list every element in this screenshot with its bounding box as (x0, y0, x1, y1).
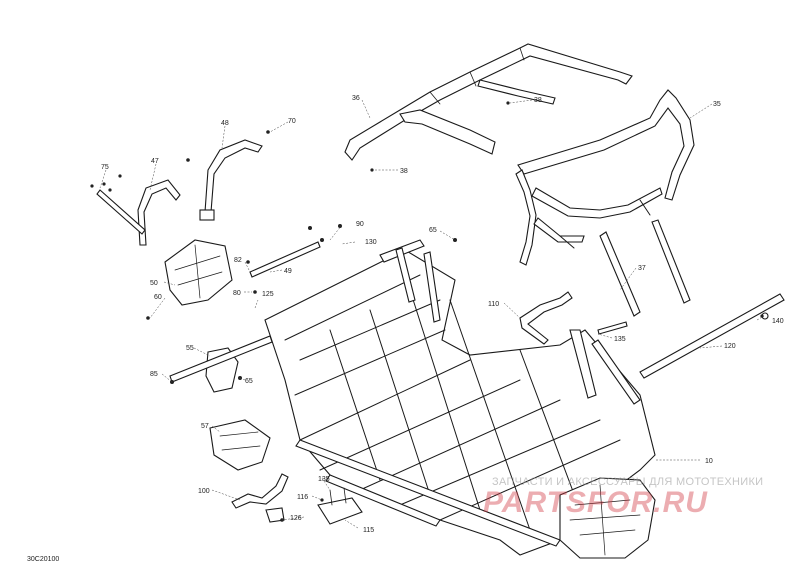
callout-label: 85 (150, 371, 158, 378)
callout-label: 37 (638, 265, 646, 272)
callout-label: 116 (297, 494, 308, 501)
callout-label: 120 (724, 343, 736, 350)
roll-cage-rear (344, 43, 633, 161)
callout-label: 65 (429, 227, 437, 234)
callout-label: 47 (151, 158, 159, 165)
main-chassis (264, 239, 656, 559)
callout-label: 135 (318, 476, 330, 483)
fasteners (90, 101, 764, 522)
callout-label: 38 (400, 168, 408, 175)
callout-label: 60 (154, 294, 162, 301)
callout-label: 70 (288, 118, 296, 125)
callout-label: 49 (284, 268, 292, 275)
callout-label: 135 (614, 336, 626, 343)
roll-cage-front (515, 89, 695, 266)
leader-lines (99, 99, 765, 529)
diagram-code: 30C20100 (27, 556, 60, 563)
bracket-100 (231, 473, 289, 523)
callout-label: 110 (488, 301, 499, 308)
callout-label: 82 (234, 257, 242, 264)
callout-label: 80 (233, 290, 241, 297)
callout-label: 48 (221, 120, 229, 127)
callout-label: 75 (101, 164, 109, 171)
callout-label: 100 (198, 488, 210, 495)
callout-label: 10 (705, 458, 713, 465)
callout-label: 55 (186, 345, 194, 352)
callout-label: 50 (150, 280, 158, 287)
callout-label: 38 (534, 97, 542, 104)
side-brace (639, 293, 785, 379)
callout-label: 36 (352, 95, 360, 102)
pillars (599, 219, 691, 317)
callout-label: 130 (365, 239, 377, 246)
bracket-50 (164, 239, 233, 306)
callout-label: 125 (262, 291, 274, 298)
callout-label: 57 (201, 423, 209, 430)
callout-label: 65 (245, 378, 253, 385)
callout-label: 140 (772, 318, 784, 325)
bracket-57 (209, 419, 271, 471)
watermark-logo: PARTSFOR.RU (483, 486, 708, 519)
callout-label: 115 (363, 527, 374, 534)
callout-labels: 75 47 48 70 36 38 35 38 90 130 65 82 49 … (101, 95, 784, 534)
bracket-47 (137, 179, 181, 246)
rod-49 (96, 189, 628, 383)
callout-label: 126 (290, 515, 302, 522)
bracket-48 (199, 139, 263, 221)
callout-label: 90 (356, 221, 364, 228)
hose-110 (519, 291, 573, 345)
bracket-115 (317, 487, 363, 525)
callout-label: 35 (713, 101, 721, 108)
watermark-tagline: ЗАПЧАСТИ И АКСЕССУАРЫ ДЛЯ МОТОТЕХНИКИ (492, 476, 764, 488)
